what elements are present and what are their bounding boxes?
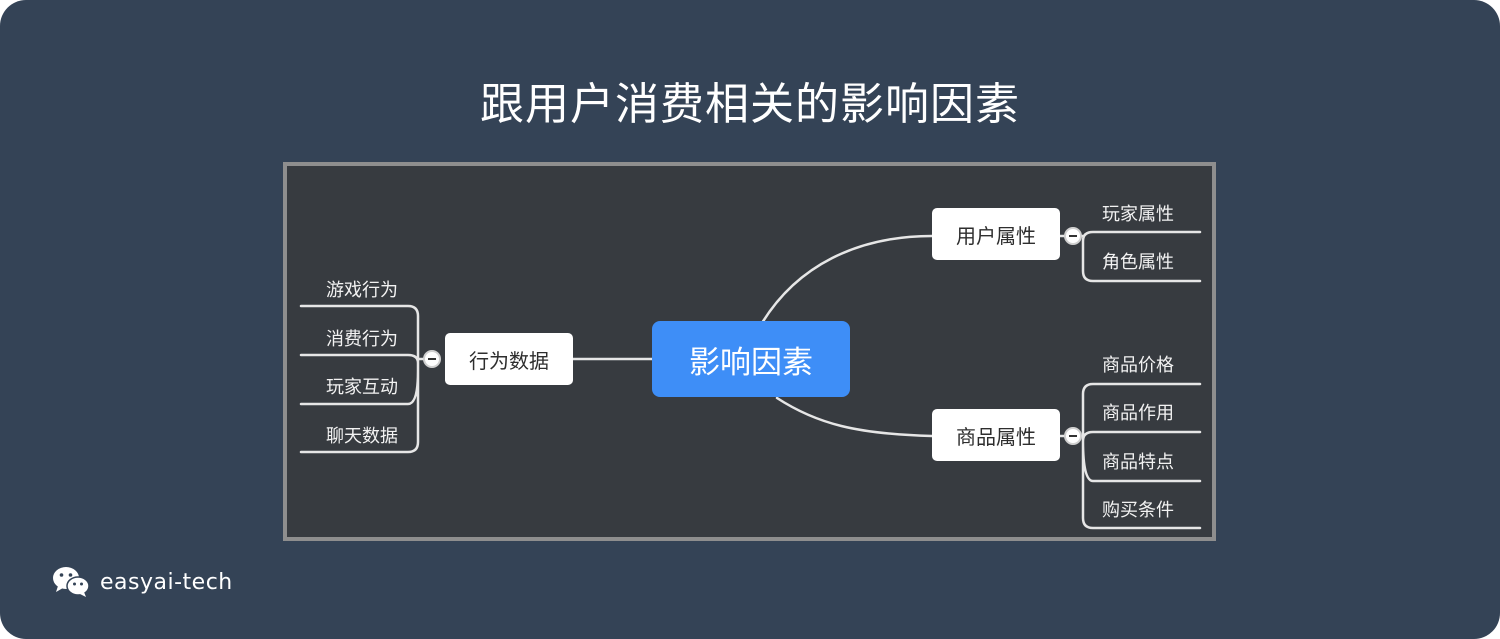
leaf-purchase-condition: 购买条件 <box>1102 500 1174 521</box>
leaf-player-attributes: 玩家属性 <box>1102 204 1174 225</box>
collapse-left-toggle[interactable] <box>423 350 441 368</box>
leaf-chat-data: 聊天数据 <box>326 426 398 447</box>
connector-root-goods <box>775 396 934 438</box>
node-behavior-data[interactable]: 行为数据 <box>445 333 573 385</box>
node-user-attributes[interactable]: 用户属性 <box>932 208 1060 260</box>
brand-footer: easyai-tech <box>52 566 233 598</box>
leaf-consume-behavior: 消费行为 <box>326 329 398 350</box>
collapse-user-toggle[interactable] <box>1064 227 1082 245</box>
wechat-icon <box>53 567 90 597</box>
brand-name: easyai-tech <box>100 569 233 595</box>
collapse-goods-toggle[interactable] <box>1064 427 1082 445</box>
leaf-role-attributes: 角色属性 <box>1102 252 1174 273</box>
leaf-game-behavior: 游戏行为 <box>326 280 398 301</box>
leaf-goods-feature: 商品特点 <box>1102 452 1174 473</box>
connector-root-user <box>760 234 934 325</box>
mindmap-canvas: 游戏行为 消费行为 玩家互动 聊天数据 行为数据 影响因素 用户属性 玩家属性 … <box>283 162 1216 541</box>
leaf-goods-function: 商品作用 <box>1102 403 1174 424</box>
node-root[interactable]: 影响因素 <box>652 321 850 397</box>
node-goods-attributes[interactable]: 商品属性 <box>932 409 1060 461</box>
page-title: 跟用户消费相关的影响因素 <box>480 79 1020 130</box>
leaf-player-interaction: 玩家互动 <box>326 377 398 398</box>
leaf-goods-price: 商品价格 <box>1102 355 1174 376</box>
